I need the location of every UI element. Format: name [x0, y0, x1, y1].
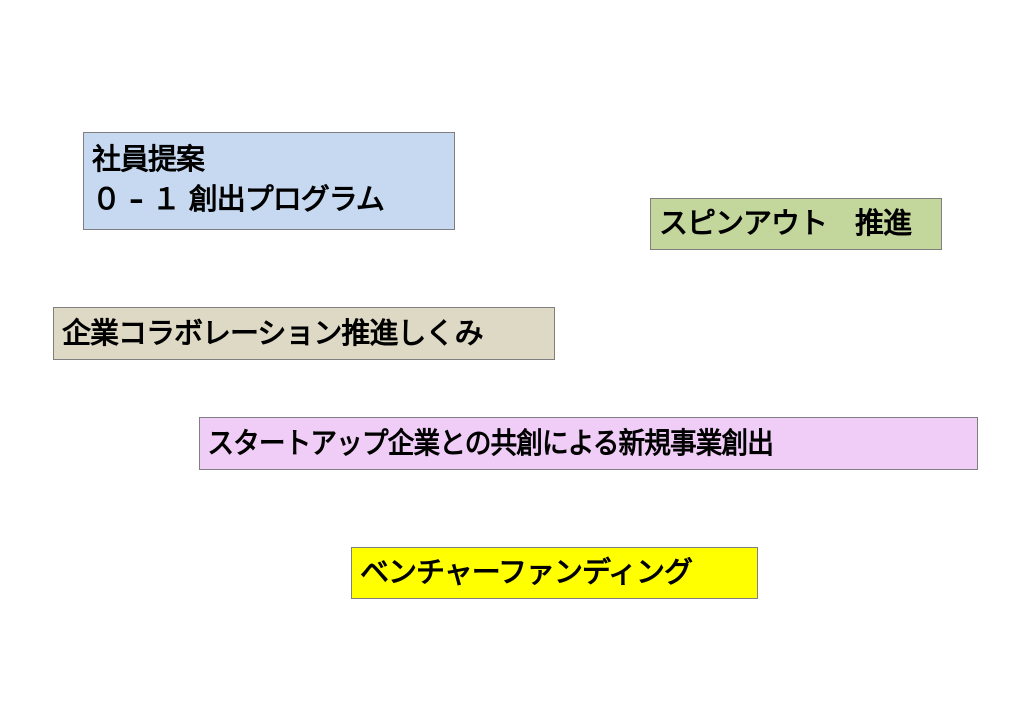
venture-funding-label: ベンチャーファンディング — [360, 555, 693, 589]
zero-to-one-program-label: ０ – １ 創出プログラム — [92, 182, 385, 216]
corporate-collaboration-label: 企業コラボレーション推進しくみ — [62, 316, 484, 350]
spinout-box: スピンアウト 推進 — [650, 198, 942, 250]
corporate-collaboration-box: 企業コラボレーション推進しくみ — [53, 307, 555, 360]
employee-proposal-box: 社員提案 ０ – １ 創出プログラム — [83, 132, 455, 230]
startup-cocreation-label: スタートアップ企業との共創による新規事業創出 — [207, 426, 774, 460]
spinout-label: スピンアウト 推進 — [659, 206, 912, 240]
employee-proposal-title: 社員提案 — [92, 142, 205, 176]
startup-cocreation-box: スタートアップ企業との共創による新規事業創出 — [199, 417, 978, 470]
venture-funding-box: ベンチャーファンディング — [351, 547, 758, 599]
